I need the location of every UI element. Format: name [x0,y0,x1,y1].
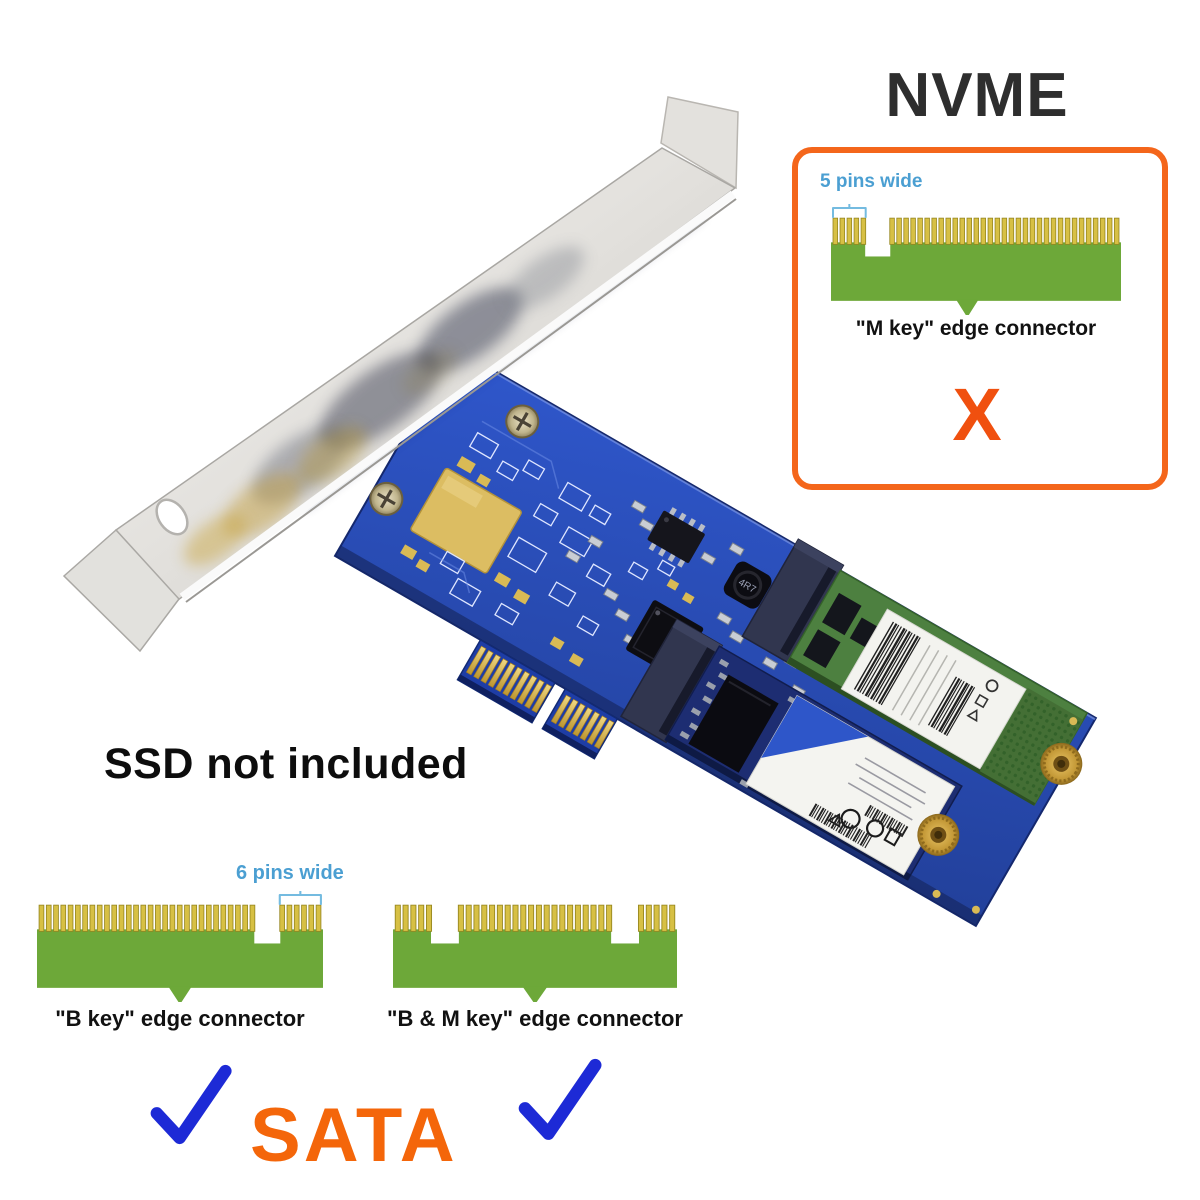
bracket-screw-hole [155,498,189,536]
m-key-pins-width-label: 5 pins wide [820,171,923,192]
b-key-connector-label: "B key" edge connector [55,1006,305,1031]
soic8-chip [647,507,706,568]
pci-bracket [62,96,739,653]
ssd-not-included-note: SSD not included [104,740,468,788]
blue-m2-ssd [664,645,963,881]
green-m2-ssd [786,569,1089,806]
bracket-flange-highlight [179,190,736,601]
bracket-reflections [184,246,585,566]
m2-socket-upper [741,538,845,664]
solder-pads [400,455,695,667]
check-icon [150,1064,232,1145]
pcb-screw-upper [505,404,540,439]
sata-heading: SATA [250,1093,458,1178]
green-ssd-label [840,608,1027,770]
adapter-card-pcb: 4R7 [333,346,1098,928]
standoff-upper [1040,742,1083,785]
b-key-pins-width-label: 6 pins wide [236,862,344,884]
check-icon [518,1058,602,1140]
b-m-key-connector-diagram [393,891,677,1004]
b-key-connector-diagram [37,891,323,1004]
m-key-connector-diagram [831,204,1121,317]
m-key-connector-label: "M key" edge connector [855,317,1097,340]
m2-socket-lower [620,618,724,744]
corner-pad [1069,717,1078,726]
corner-pad [971,905,980,914]
pcie-x1-edge-connector [456,638,619,760]
nvme-heading: NVME [885,61,1069,130]
pcb-screw-lower [369,481,404,516]
standoff-lower [917,813,960,856]
blue-ssd-label [745,694,956,876]
incompatible-x-icon: X [952,373,1002,456]
bracket-mount-tab [62,528,180,653]
silkscreen-footprints [439,431,676,637]
b-m-key-connector-label: "B & M key" edge connector [387,1006,683,1031]
power-inductor: 4R7 [723,561,772,609]
nand-chip [688,674,779,773]
corner-pad [932,889,941,898]
nvme-incompatible-box [792,147,1168,490]
